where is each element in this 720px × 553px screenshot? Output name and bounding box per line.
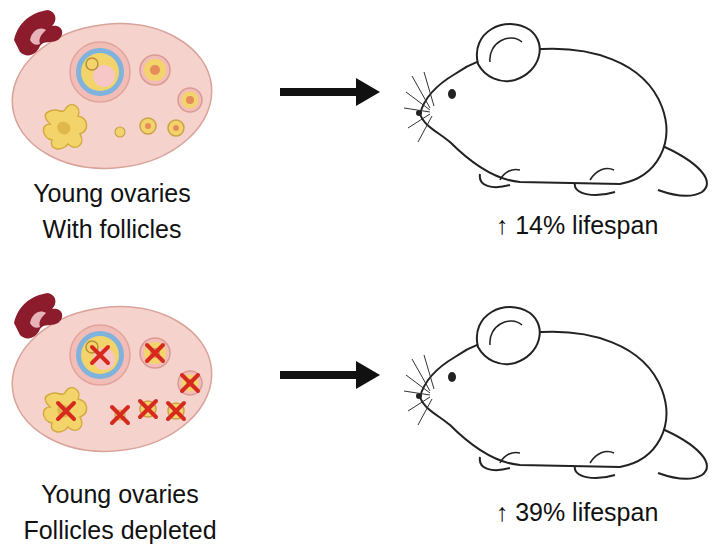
connector-arrow <box>280 88 366 96</box>
ovary-illustration <box>5 10 219 178</box>
ovary-panel: Young ovaries With follicles <box>5 15 280 247</box>
depletion-mark <box>112 407 128 423</box>
depletion-mark <box>92 347 108 363</box>
caption-text: ↑ 14% lifespan <box>452 207 702 243</box>
ovary-panel: Young ovaries Follicles depleted <box>0 293 280 548</box>
caption-text: Young ovaries Follicles depleted <box>0 476 240 548</box>
ovary-illustration-depleted <box>5 293 219 461</box>
mouse-illustration <box>404 307 707 479</box>
depletion-mark <box>58 403 74 419</box>
depletion-mark <box>182 375 198 391</box>
mouse-illustration <box>404 24 707 196</box>
mouse-panel: ↑ 14% lifespan <box>380 5 715 243</box>
depletion-mark <box>140 401 156 417</box>
caption-text: Young ovaries With follicles <box>10 175 215 247</box>
depletion-mark <box>168 403 184 419</box>
caption-text: ↑ 39% lifespan <box>452 494 702 530</box>
depletion-mark <box>147 345 163 361</box>
mouse-panel: ↑ 39% lifespan <box>380 290 715 530</box>
connector-arrow <box>280 371 366 379</box>
ovary-illustration <box>5 293 219 461</box>
